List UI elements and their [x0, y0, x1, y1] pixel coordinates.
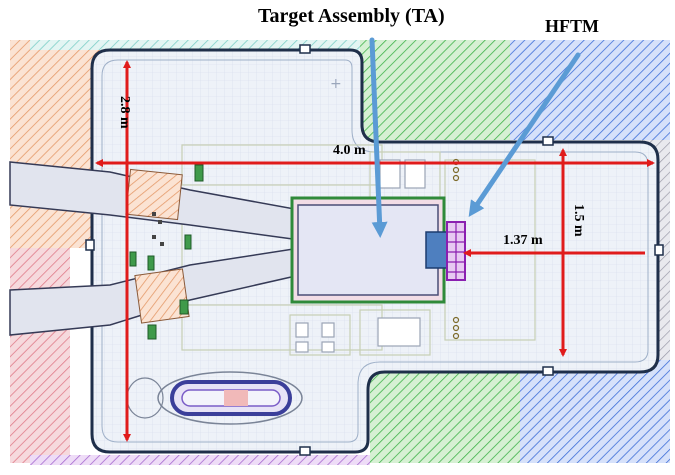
- wall-zone-blue-top: [510, 40, 670, 140]
- wall-zone-blue-bottom: [520, 360, 670, 463]
- wall-zones: [10, 40, 670, 465]
- dimension-label-1-5m: 1.5 m: [571, 204, 586, 237]
- wall-markers: [85, 44, 664, 456]
- wall-zone-green-bottom: [370, 360, 520, 463]
- hftm-label: HFTM: [545, 16, 599, 36]
- pointer-arrow-target-assembly: [369, 37, 388, 238]
- crosshair-mark: +: [330, 76, 342, 92]
- pointer-arrows: [369, 37, 581, 238]
- wall-zone-top-teal: [30, 40, 670, 50]
- dimension-label-4-0m: 4.0 m: [333, 143, 366, 158]
- wall-zone-pink: [10, 248, 70, 463]
- pointer-arrow-hftm: [468, 52, 581, 217]
- dimension-arrows: [95, 60, 655, 442]
- target-assembly-label: Target Assembly (TA): [258, 5, 445, 27]
- dimension-label-1-37m: 1.37 m: [503, 233, 543, 248]
- beam-magnets: [129, 164, 204, 340]
- beam-line-lower: [9, 247, 301, 336]
- wall-zone-green-top: [360, 40, 510, 140]
- wall-zone-bottom-purple: [30, 455, 370, 465]
- target-assembly: [290, 196, 449, 304]
- dimension-label-2-8m: 2.8 m: [117, 96, 132, 129]
- wall-zone-orange: [10, 40, 100, 248]
- beam-small-markers: [152, 212, 164, 246]
- hftm-module: [446, 221, 466, 281]
